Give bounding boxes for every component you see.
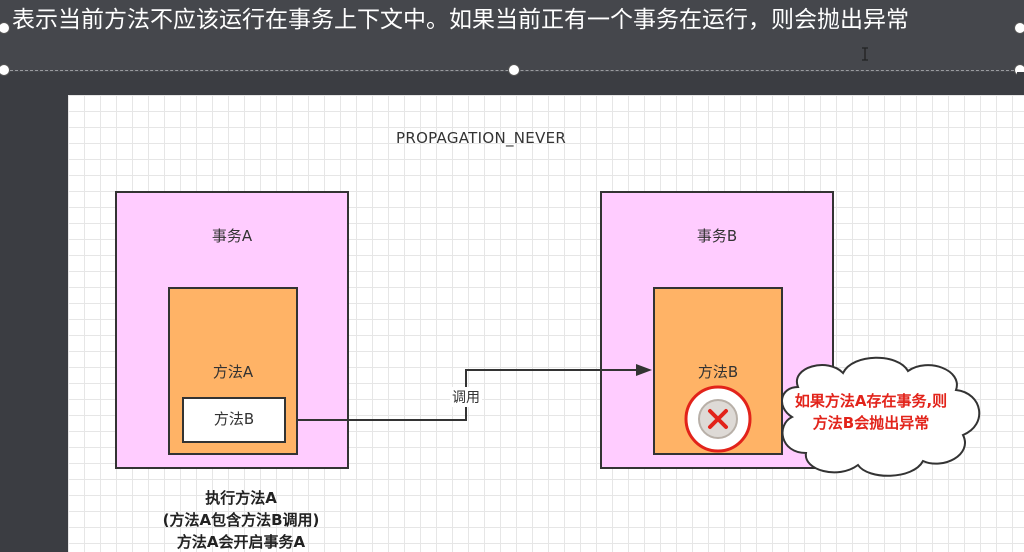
cloud-callout [781, 356, 981, 477]
cloud-note-line: 方法B会抛出异常 [812, 414, 930, 432]
caption-line: (方法A包含方法B调用) [162, 511, 320, 529]
resize-handle-bottom-center[interactable] [508, 64, 520, 76]
caption-line: 方法A会开启事务A [176, 533, 306, 551]
method-a-label: 方法A [212, 363, 254, 381]
diagram-connectors [297, 356, 981, 477]
cloud-note-text: 如果方法A存在事务,则 方法B会抛出异常 [776, 390, 966, 434]
diagram-canvas: PROPAGATION_NEVER 事务A 方法A 方法B 事务B 方法B 调用… [68, 95, 1024, 552]
diagram-title: PROPAGATION_NEVER [396, 129, 567, 147]
transaction-b-label: 事务B [696, 227, 738, 245]
text-box-content[interactable]: 表示当前方法不应该运行在事务上下文中。如果当前正有一个事务在运行，则会抛出异常 [12, 7, 909, 33]
cloud-note-line: 如果方法A存在事务,则 [794, 392, 948, 410]
call-arrow-head [636, 364, 652, 376]
caption-line: 执行方法A [205, 489, 277, 507]
text-cursor-icon [861, 47, 868, 61]
call-label: 调用 [450, 387, 482, 407]
resize-handle-top-right[interactable] [1014, 22, 1024, 34]
inner-method-b-box[interactable]: 方法B [182, 397, 286, 443]
method-a-box[interactable]: 方法A 方法B [168, 287, 298, 455]
resize-handle-top-left[interactable] [0, 22, 10, 34]
transaction-a-label: 事务A [211, 227, 253, 245]
resize-handle-bottom-left[interactable] [0, 64, 10, 76]
error-icon [684, 385, 752, 453]
caption-text: 执行方法A (方法A包含方法B调用) 方法A会开启事务A [116, 487, 366, 552]
selected-text-box[interactable]: 表示当前方法不应该运行在事务上下文中。如果当前正有一个事务在运行，则会抛出异常 [0, 0, 1024, 72]
method-b-label: 方法B [697, 363, 739, 381]
transaction-a-box[interactable]: 事务A 方法A 方法B [115, 191, 349, 469]
